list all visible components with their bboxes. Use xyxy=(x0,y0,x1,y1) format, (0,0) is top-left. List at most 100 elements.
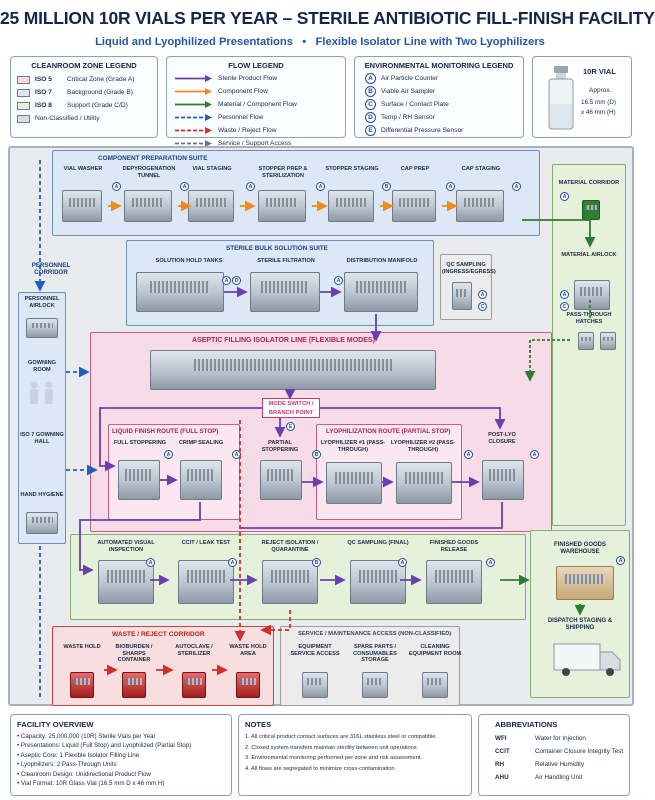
monitoring-point: B xyxy=(312,558,321,567)
dispatch-label: DISPATCH STAGING & SHIPPING xyxy=(547,618,613,632)
flow-legend-label: Material / Component Flow xyxy=(218,101,297,108)
overview-line: • Presentations: Liquid (Full Stop) and … xyxy=(17,742,192,750)
monitoring-point: A xyxy=(616,556,625,565)
overview-line: • Vial Format: 10R Glass Vial (16.5 mm D… xyxy=(17,780,165,788)
flow-legend-label: Component Flow xyxy=(218,88,268,95)
personnel-corridor-label: PERSONNEL CORRIDOR xyxy=(31,262,71,277)
monitoring-point: A xyxy=(398,558,407,567)
delivery-truck-icon xyxy=(553,643,621,676)
warehouse-racks xyxy=(556,566,614,600)
post-lyo-closure-machine xyxy=(482,460,524,500)
monitoring-point: A xyxy=(180,182,189,191)
monitoring-point: A xyxy=(560,192,569,201)
inspection-station-label: CCIT / LEAK TEST xyxy=(181,540,231,546)
subtitle-right: Flexible Isolator Line with Two Lyophili… xyxy=(315,36,545,48)
pass-through-hatch-1 xyxy=(578,332,594,350)
legend-nonclassified: Non-Classified / Utility xyxy=(11,112,157,125)
service-station-label: CLEANING EQUIPMENT ROOM xyxy=(408,644,462,657)
flow-legend-item: Service / Support Access xyxy=(167,137,345,150)
monitoring-point: C xyxy=(478,302,487,311)
flow-legend-title: FLOW LEGEND xyxy=(228,61,284,70)
waste-bin xyxy=(182,672,206,698)
note-line: 3. Environmental monitoring performed pe… xyxy=(245,755,423,761)
note-line: 4. All flows are segregated to minimize … xyxy=(245,765,397,772)
overview-line: • Aseptic Core: 1 Flexible Isolator Fill… xyxy=(17,751,140,759)
service-equipment xyxy=(362,672,388,698)
material-cart xyxy=(582,200,600,220)
lyo-station-1: LYOPHILIZER #2 (PASS-THROUGH) xyxy=(390,440,456,453)
monitoring-point: B xyxy=(312,450,321,459)
flow-legend-item: Sterile Product Flow xyxy=(167,72,345,85)
vial-dim-d: 16.5 mm (D) xyxy=(581,99,616,106)
inspection-station-equipment xyxy=(426,560,482,604)
flow-legend-item: Waste / Reject Flow xyxy=(167,124,345,137)
waste-bin xyxy=(122,672,146,698)
monitoring-point: A xyxy=(334,276,343,285)
component-station-label: VIAL WASHER xyxy=(63,166,103,172)
inspection-station-label: REJECT ISOLATION / QUARANTINE xyxy=(261,540,319,553)
material-corridor-label: MATERIAL CORRIDOR xyxy=(558,180,620,186)
personnel-airlock-label: PERSONNEL AIRLOCK xyxy=(24,296,60,309)
monitoring-point: A xyxy=(446,182,455,191)
gowning-suit-icon xyxy=(30,381,53,404)
gowning-hall-label: ISO 7 GOWNING HALL xyxy=(20,432,64,445)
monitoring-point: A xyxy=(164,450,173,459)
service-equipment xyxy=(422,672,448,698)
flow-legend-item: Personnel Flow xyxy=(167,111,345,124)
waste-title: WASTE / REJECT CORRIDOR xyxy=(112,631,205,638)
monitoring-point: A xyxy=(246,182,255,191)
page-title: 25 MILLION 10R VIALS PER YEAR – STERILE … xyxy=(0,8,655,28)
component-station-equipment xyxy=(456,190,504,222)
liquid-station-0: FULL STOPPERING xyxy=(113,440,167,446)
monitoring-point: D xyxy=(232,276,241,285)
inspection-station-label: QC SAMPLING (FINAL) xyxy=(347,540,409,546)
monitoring-point: A xyxy=(316,182,325,191)
partial-stoppering-machine xyxy=(260,460,302,500)
vial-icon xyxy=(548,66,574,130)
lyophilizer-1 xyxy=(326,462,382,504)
inspection-station-equipment xyxy=(262,560,318,604)
component-station-label: CAP PREP xyxy=(400,166,430,172)
abbreviation-term: AHU xyxy=(495,774,509,781)
isolator-filling-line xyxy=(150,350,436,390)
facility-overview-title: FACILITY OVERVIEW xyxy=(17,720,94,729)
inspection-station-equipment xyxy=(350,560,406,604)
component-station-label: STOPPER PREP & STERILIZATION xyxy=(258,166,308,179)
crimp-sealing-machine xyxy=(180,460,222,500)
monitoring-legend-title: ENVIRONMENTAL MONITORING LEGEND xyxy=(364,61,514,70)
partial-stoppering-label: PARTIAL STOPPERING xyxy=(261,440,299,453)
component-station-label: DEPYROGENATION TUNNEL xyxy=(122,166,176,179)
flow-legend-label: Service / Support Access xyxy=(218,140,292,147)
monitoring-point: A xyxy=(486,558,495,567)
abbreviation-term: WFI xyxy=(495,735,507,742)
bulk-station-2: DISTRIBUTION MANIFOLD xyxy=(346,258,418,264)
waste-bin xyxy=(236,672,260,698)
service-title: SERVICE / MAINTENANCE ACCESS (NON-CLASSI… xyxy=(298,631,452,637)
inspection-station-equipment xyxy=(98,560,154,604)
page-subtitle: Liquid and Lyophilized Presentations • F… xyxy=(0,36,640,48)
vial-dim-h: x 46 mm (H) xyxy=(581,109,616,116)
note-line: 1. All critical product contact surfaces… xyxy=(245,734,437,740)
filling-line-title: ASEPTIC FILLING ISOLATOR LINE (FLEXIBLE … xyxy=(192,337,375,344)
lyo-station-0: LYOPHILIZER #1 (PASS-THROUGH) xyxy=(320,440,386,453)
monitoring-point: A xyxy=(112,182,121,191)
monitoring-point: A xyxy=(232,450,241,459)
waste-bin xyxy=(70,672,94,698)
lyophilizer-2 xyxy=(396,462,452,504)
component-station-equipment xyxy=(392,190,436,222)
flow-legend-item: Material / Component Flow xyxy=(167,98,345,111)
flow-legend-label: Personnel Flow xyxy=(218,114,264,121)
monitoring-point: A xyxy=(560,290,569,299)
component-station-equipment xyxy=(328,190,374,222)
